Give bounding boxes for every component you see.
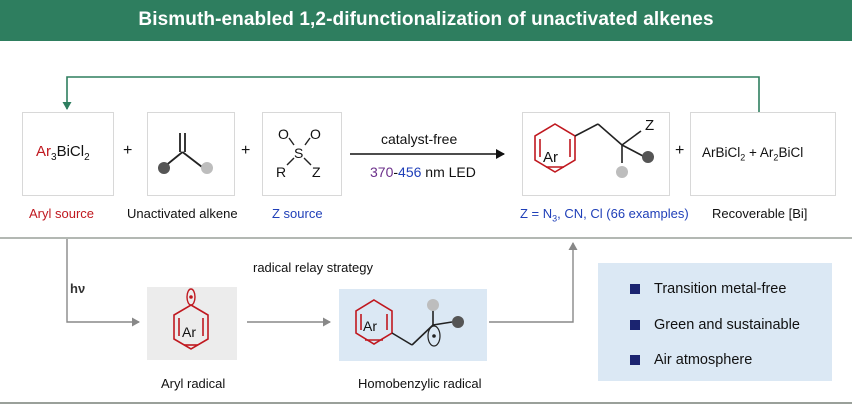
feature-item-2: Green and sustainable bbox=[630, 317, 800, 333]
conditions-top: catalyst-free bbox=[381, 131, 458, 147]
aryl-radical-label: Aryl radical bbox=[161, 376, 226, 391]
page-title: Bismuth-enabled 1,2-difunctionalization … bbox=[138, 9, 714, 30]
product-caption-post: , CN, Cl (66 examples) bbox=[557, 206, 689, 221]
aryl-source-label: Aryl source bbox=[29, 206, 95, 221]
radical-relay-label: radical relay strategy bbox=[253, 260, 373, 275]
aryl-source-box bbox=[22, 112, 114, 196]
plus-sign-2: + bbox=[241, 142, 251, 159]
z-source-atom-s: S bbox=[294, 145, 304, 161]
homobenzylic-chain bbox=[391, 310, 453, 346]
bullet-square-icon bbox=[630, 355, 640, 365]
alkene-label: Unactivated alkene bbox=[127, 206, 238, 221]
alkene-dark-ball bbox=[158, 162, 170, 174]
product-caption: Z = N3, CN, Cl (66 examples) bbox=[520, 206, 689, 224]
product-ring-label: Ar bbox=[543, 149, 558, 166]
product-caption-pre: Z = N bbox=[520, 206, 553, 221]
banner-underline bbox=[0, 40, 852, 41]
z-source-box bbox=[262, 112, 342, 196]
z-source-atom-o2: O bbox=[310, 126, 321, 142]
feature-item-1: Transition metal-free bbox=[630, 281, 786, 297]
aryl-source-bicl: BiCl bbox=[56, 143, 85, 160]
aryl-source-ar: Ar bbox=[36, 143, 51, 160]
aryl-source-formula: Ar3BiCl2 bbox=[36, 143, 90, 163]
aryl-source-sub2: 2 bbox=[84, 152, 90, 163]
hv-pathway-arrow bbox=[66, 239, 140, 327]
z-source-atom-o1: O bbox=[278, 126, 289, 142]
z-source-atom-z: Z bbox=[312, 164, 321, 180]
aryl-radical-ring-label: Ar bbox=[182, 324, 196, 340]
bullet-square-icon bbox=[630, 320, 640, 330]
byproduct-sub1: 2 bbox=[740, 152, 746, 163]
byproduct-part-a: ArBiCl bbox=[702, 145, 741, 160]
feature-text-3: Air atmosphere bbox=[654, 352, 753, 368]
aryl-source-sub1: 3 bbox=[51, 152, 57, 163]
feature-text-1: Transition metal-free bbox=[654, 281, 787, 297]
product-caption-sub: 3 bbox=[552, 213, 558, 224]
byproduct-part-b: + Ar bbox=[745, 145, 774, 160]
plus-sign-3: + bbox=[675, 142, 685, 159]
relay-to-product-arrow bbox=[489, 242, 578, 323]
byproduct-box bbox=[690, 112, 836, 196]
alkene-light-ball bbox=[201, 162, 213, 174]
recycle-arrow bbox=[62, 76, 760, 112]
z-source-atom-r: R bbox=[276, 164, 287, 180]
bottom-rule bbox=[0, 402, 852, 404]
homobenzylic-ring-label: Ar bbox=[363, 318, 377, 334]
title-banner: Bismuth-enabled 1,2-difunctionalization … bbox=[0, 0, 852, 40]
radical-dot bbox=[189, 295, 193, 299]
wavelength-end: 456 bbox=[398, 164, 422, 180]
feature-item-3: Air atmosphere bbox=[630, 352, 752, 368]
byproduct-formula: ArBiCl2 + Ar2BiCl bbox=[702, 145, 803, 163]
feature-text-2: Green and sustainable bbox=[654, 317, 800, 333]
product-dark-ball bbox=[642, 151, 654, 163]
alkene-structure bbox=[163, 133, 203, 168]
homobenzylic-light-ball bbox=[427, 299, 439, 311]
alkene-box bbox=[147, 112, 235, 196]
product-chain bbox=[574, 123, 644, 163]
byproduct-sub2: 2 bbox=[773, 152, 779, 163]
wavelength-dash: - bbox=[393, 164, 399, 180]
product-z-atom: Z bbox=[645, 117, 655, 134]
plus-sign-1: + bbox=[123, 142, 133, 159]
homobenzylic-radical-label: Homobenzylic radical bbox=[358, 376, 482, 391]
z-source-bonds bbox=[286, 137, 312, 166]
conditions-light: 370-456 nm LED bbox=[370, 164, 476, 180]
wavelength-unit: nm LED bbox=[421, 164, 476, 180]
aryl-radical-ring bbox=[173, 304, 209, 350]
homobenzylic-radical-dot bbox=[432, 334, 436, 338]
radical-orbital bbox=[186, 288, 196, 306]
product-light-ball bbox=[616, 166, 628, 178]
wavelength-start: 370 bbox=[370, 164, 394, 180]
hv-label: hν bbox=[70, 281, 86, 296]
byproduct-part-c: BiCl bbox=[778, 145, 804, 160]
homobenzylic-ring bbox=[355, 299, 393, 345]
z-source-label: Z source bbox=[272, 206, 323, 221]
homobenzylic-orbital bbox=[427, 325, 441, 347]
homobenzylic-dark-ball bbox=[452, 316, 464, 328]
product-benzene-ring bbox=[534, 123, 576, 173]
bullet-square-icon bbox=[630, 284, 640, 294]
byproduct-label: Recoverable [Bi] bbox=[712, 206, 808, 221]
